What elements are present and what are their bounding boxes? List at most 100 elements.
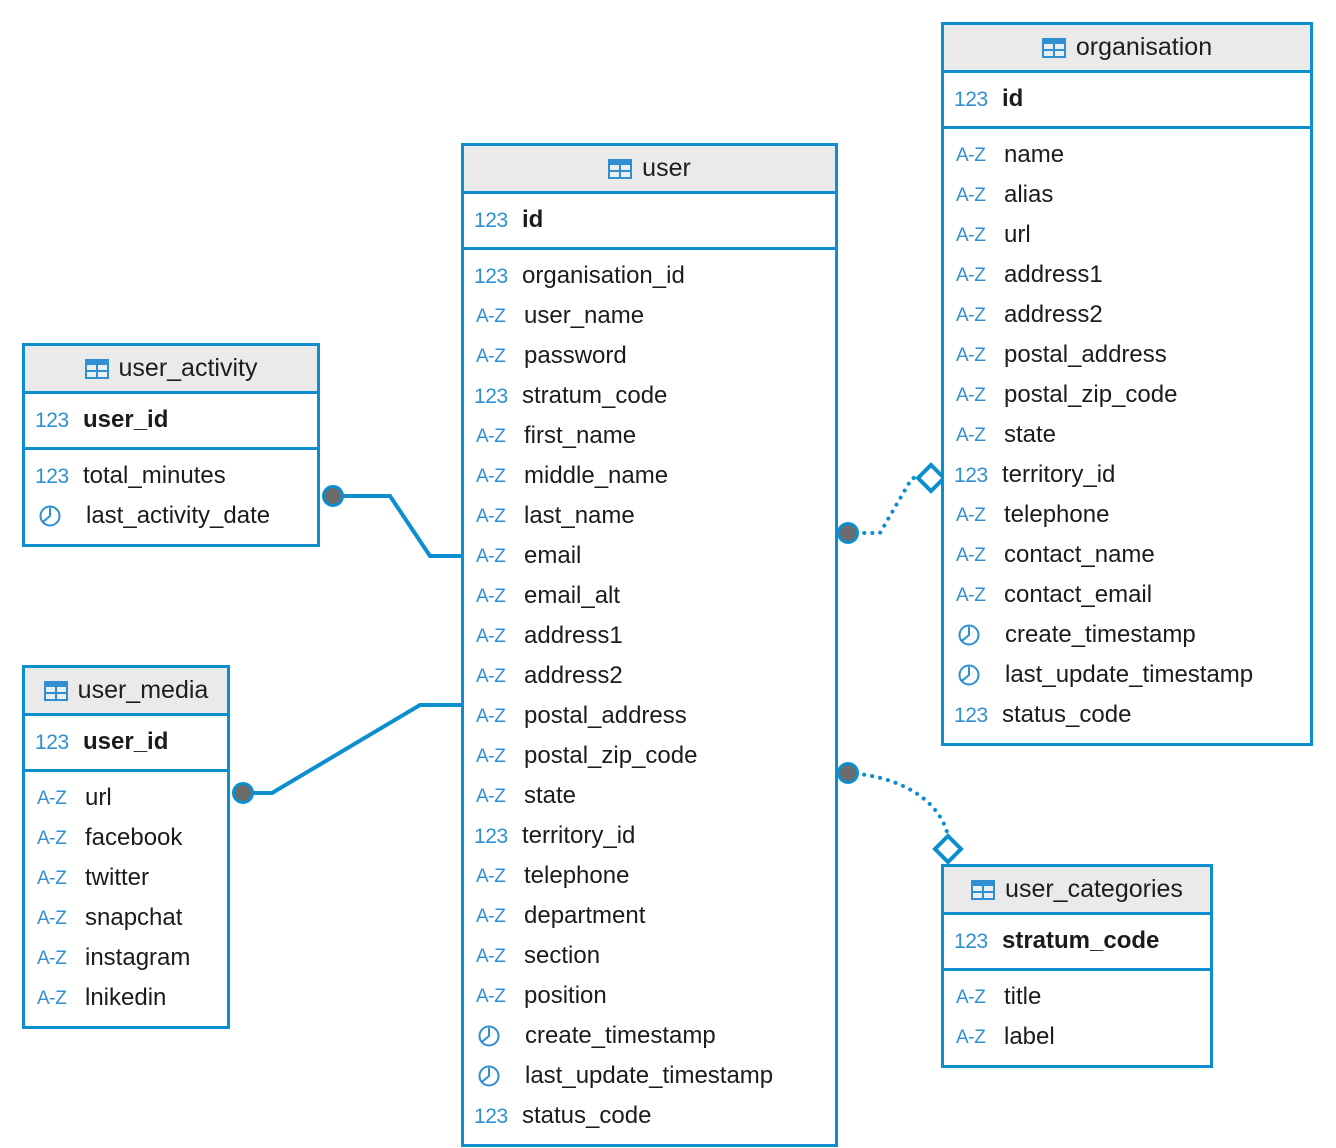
column-row[interactable]: 123 territory_id xyxy=(944,455,1310,495)
column-name: status_code xyxy=(1002,701,1132,728)
column-row[interactable]: A-Z title xyxy=(944,977,1210,1017)
column-name: snapchat xyxy=(85,904,183,931)
entity-user-activity[interactable]: user_activity 123 user_id 123 total_minu… xyxy=(22,343,320,547)
entity-user-categories[interactable]: user_categories 123 stratum_code A-Z tit… xyxy=(941,864,1213,1068)
column-row[interactable]: A-Z postal_zip_code xyxy=(944,375,1310,415)
column-name: address1 xyxy=(524,622,623,649)
text-type-icon: A-Z xyxy=(956,144,986,166)
column-row[interactable]: A-Z snapchat xyxy=(25,898,227,938)
endpoint-user-activity[interactable] xyxy=(322,485,344,507)
column-name: instagram xyxy=(85,944,191,971)
column-row-pk[interactable]: 123 user_id xyxy=(25,400,317,440)
edge-user-to-organisation[interactable] xyxy=(846,476,920,535)
entity-user[interactable]: user 123 id 123 organisation_id A-Z user… xyxy=(461,143,838,1147)
column-row[interactable]: last_activity_date xyxy=(25,496,317,536)
column-row[interactable]: A-Z email_alt xyxy=(464,576,835,616)
column-row[interactable]: 123 territory_id xyxy=(464,816,835,856)
column-row[interactable]: 123 status_code xyxy=(944,695,1310,735)
edge-user-to-user-categories[interactable] xyxy=(846,771,950,838)
column-row[interactable]: 123 stratum_code xyxy=(464,376,835,416)
column-row[interactable]: A-Z name xyxy=(944,135,1310,175)
column-row[interactable]: A-Z state xyxy=(464,776,835,816)
column-row[interactable]: A-Z state xyxy=(944,415,1310,455)
column-name: section xyxy=(524,942,601,969)
column-row[interactable]: A-Z label xyxy=(944,1017,1210,1057)
column-name: url xyxy=(1004,221,1031,248)
column-name: postal_address xyxy=(1004,341,1167,368)
column-name: state xyxy=(1004,421,1057,448)
text-type-icon: A-Z xyxy=(956,184,986,206)
column-name: last_activity_date xyxy=(86,502,271,529)
number-type-icon: 123 xyxy=(474,1104,508,1128)
column-row[interactable]: A-Z department xyxy=(464,896,835,936)
edge-user-activity-to-user[interactable] xyxy=(333,494,461,558)
column-row[interactable]: A-Z address2 xyxy=(464,656,835,696)
column-name: email_alt xyxy=(524,582,621,609)
column-row-pk[interactable]: 123 stratum_code xyxy=(944,921,1210,961)
column-row[interactable]: A-Z last_name xyxy=(464,496,835,536)
column-row-pk[interactable]: 123 id xyxy=(944,79,1310,119)
columns-block: A-Z name A-Z alias A-Z url A-Z address1 … xyxy=(944,129,1310,743)
column-row[interactable]: A-Z contact_name xyxy=(944,535,1310,575)
column-row[interactable]: A-Z lnikedin xyxy=(25,978,227,1018)
column-row[interactable]: last_update_timestamp xyxy=(464,1056,835,1096)
column-row-pk[interactable]: 123 user_id xyxy=(25,722,227,762)
text-type-icon: A-Z xyxy=(956,544,986,566)
column-name: department xyxy=(524,902,646,929)
column-row[interactable]: A-Z instagram xyxy=(25,938,227,978)
columns-block: 123 organisation_id A-Z user_name A-Z pa… xyxy=(464,250,835,1144)
column-name: user_id xyxy=(83,406,169,433)
column-row[interactable]: 123 total_minutes xyxy=(25,456,317,496)
column-name: postal_zip_code xyxy=(524,742,698,769)
column-row[interactable]: A-Z telephone xyxy=(464,856,835,896)
column-row[interactable]: 123 organisation_id xyxy=(464,256,835,296)
column-name: postal_address xyxy=(524,702,687,729)
endpoint-user-organisation[interactable] xyxy=(837,522,859,544)
column-row[interactable]: A-Z address2 xyxy=(944,295,1310,335)
column-name: state xyxy=(524,782,577,809)
column-row[interactable]: A-Z postal_address xyxy=(944,335,1310,375)
column-row[interactable]: A-Z twitter xyxy=(25,858,227,898)
column-row[interactable]: A-Z alias xyxy=(944,175,1310,215)
entity-title: user xyxy=(642,154,691,182)
number-type-icon: 123 xyxy=(954,929,988,953)
column-name: id xyxy=(1002,85,1024,112)
column-row[interactable]: A-Z address1 xyxy=(464,616,835,656)
column-row[interactable]: A-Z contact_email xyxy=(944,575,1310,615)
column-row-pk[interactable]: 123 id xyxy=(464,200,835,240)
column-row[interactable]: create_timestamp xyxy=(944,615,1310,655)
column-row[interactable]: A-Z first_name xyxy=(464,416,835,456)
text-type-icon: A-Z xyxy=(476,705,506,727)
column-row[interactable]: last_update_timestamp xyxy=(944,655,1310,695)
endpoint-user-categories[interactable] xyxy=(837,762,859,784)
column-row[interactable]: create_timestamp xyxy=(464,1016,835,1056)
column-row[interactable]: A-Z section xyxy=(464,936,835,976)
entity-user-media[interactable]: user_media 123 user_id A-Z url A-Z faceb… xyxy=(22,665,230,1029)
column-row[interactable]: A-Z user_name xyxy=(464,296,835,336)
text-type-icon: A-Z xyxy=(476,545,506,567)
column-row[interactable]: A-Z telephone xyxy=(944,495,1310,535)
column-row[interactable]: A-Z postal_address xyxy=(464,696,835,736)
column-row[interactable]: A-Z url xyxy=(944,215,1310,255)
column-name: name xyxy=(1004,141,1065,168)
column-row[interactable]: A-Z url xyxy=(25,778,227,818)
text-type-icon: A-Z xyxy=(476,625,506,647)
entity-title: organisation xyxy=(1075,33,1213,61)
column-name: middle_name xyxy=(524,462,669,489)
column-name: telephone xyxy=(1004,501,1110,528)
text-type-icon: A-Z xyxy=(956,424,986,446)
entity-organisation[interactable]: organisation 123 id A-Z name A-Z alias A… xyxy=(941,22,1313,746)
column-row[interactable]: A-Z middle_name xyxy=(464,456,835,496)
column-row[interactable]: A-Z email xyxy=(464,536,835,576)
column-name: user_name xyxy=(524,302,645,329)
column-row[interactable]: A-Z postal_zip_code xyxy=(464,736,835,776)
edge-user-media-to-user[interactable] xyxy=(243,703,461,795)
column-row[interactable]: 123 status_code xyxy=(464,1096,835,1136)
number-type-icon: 123 xyxy=(35,464,69,488)
column-row[interactable]: A-Z facebook xyxy=(25,818,227,858)
column-row[interactable]: A-Z password xyxy=(464,336,835,376)
column-row[interactable]: A-Z position xyxy=(464,976,835,1016)
endpoint-user-media[interactable] xyxy=(232,782,254,804)
column-row[interactable]: A-Z address1 xyxy=(944,255,1310,295)
